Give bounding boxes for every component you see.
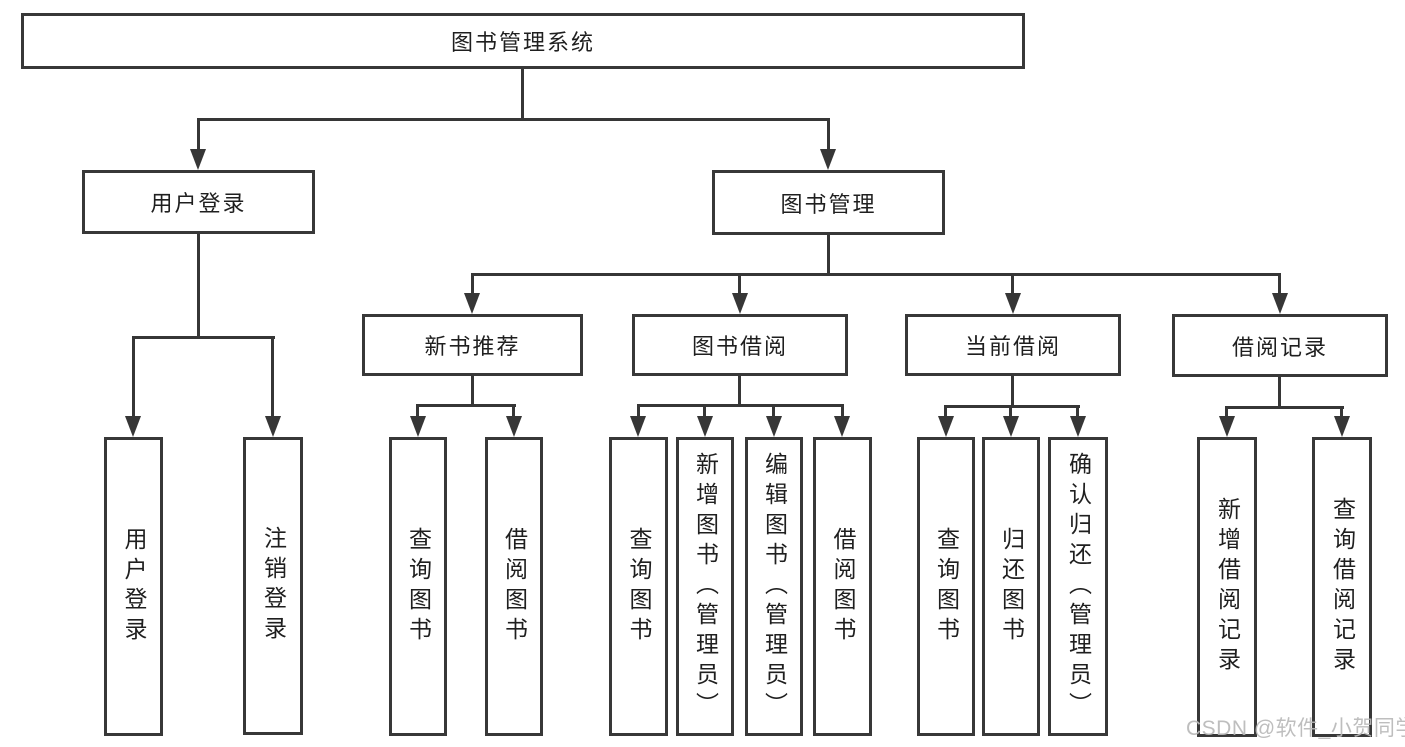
arrowhead-confirm-return bbox=[1070, 416, 1086, 437]
leaf-query-book-b-label: 查询图书 bbox=[626, 526, 652, 647]
leaf-query-book-c-label: 查询图书 bbox=[933, 526, 960, 647]
connector-leg-book-borrow bbox=[738, 273, 741, 296]
leaf-logout: 注销登录 bbox=[243, 437, 303, 735]
arrowhead-leaf-user-login bbox=[125, 416, 141, 437]
leaf-book-borrow-query-books: 查询图书 bbox=[609, 437, 668, 736]
leaf-new-book-rec-borrow-books: 借阅图书 bbox=[485, 437, 543, 736]
arrowhead-borrow-book-b bbox=[834, 416, 850, 437]
csdn-watermark: CSDN @软件_小贺同学 bbox=[1186, 717, 1405, 740]
arrowhead-book-mgmt bbox=[820, 149, 836, 170]
connector-leg-query-book-c bbox=[944, 405, 947, 418]
connector-leg-edit-book bbox=[772, 404, 775, 418]
arrowhead-user-login bbox=[190, 149, 206, 170]
leaf-new-book-rec-query-books: 查询图书 bbox=[389, 437, 447, 736]
node-book-mgmt-label: 图书管理 bbox=[780, 191, 877, 217]
connector-root-leg-user-login bbox=[197, 118, 200, 151]
node-borrow-record-label: 借阅记录 bbox=[1231, 334, 1328, 360]
connector-new-book-rec-splitter bbox=[416, 404, 516, 407]
arrowhead-query-borrow-record bbox=[1334, 416, 1350, 437]
leaf-query-borrow-record-label: 查询借阅记录 bbox=[1329, 497, 1356, 677]
node-user-login-label: 用户登录 bbox=[150, 191, 247, 216]
node-current-borrow-label: 当前借阅 bbox=[964, 334, 1061, 359]
arrowhead-add-book bbox=[697, 416, 713, 437]
arrowhead-query-book-a bbox=[410, 416, 426, 437]
arrowhead-return-book bbox=[1003, 416, 1019, 437]
leaf-borrow-book-a-label: 借阅图书 bbox=[501, 526, 528, 647]
node-book-borrow: 图书借阅 bbox=[632, 314, 848, 376]
connector-user-login-splitter bbox=[132, 336, 275, 339]
arrowhead-add-borrow-record bbox=[1219, 416, 1235, 437]
connector-leg-query-borrow-record bbox=[1340, 406, 1343, 418]
leaf-confirm-return-admin-label: 确认归还（管理员） bbox=[1065, 451, 1092, 722]
connector-leg-return-book bbox=[1009, 405, 1012, 418]
leaf-edit-books-admin: 编辑图书（管理员） bbox=[745, 437, 803, 736]
arrowhead-borrow-book-a bbox=[506, 416, 522, 437]
connector-root-stem bbox=[521, 66, 524, 121]
arrowhead-query-book-b bbox=[630, 416, 646, 437]
connector-leg-leaf-user-login bbox=[132, 336, 135, 420]
leaf-confirm-return-admin: 确认归还（管理员） bbox=[1048, 437, 1108, 736]
leaf-query-borrow-records: 查询借阅记录 bbox=[1312, 437, 1372, 737]
node-new-book-rec: 新书推荐 bbox=[362, 314, 583, 376]
arrowhead-new-book-rec bbox=[464, 293, 480, 314]
connector-borrow-record-stem bbox=[1278, 375, 1281, 408]
arrowhead-book-borrow bbox=[732, 293, 748, 314]
leaf-query-book-a-label: 查询图书 bbox=[405, 526, 432, 647]
node-book-borrow-label: 图书借阅 bbox=[691, 334, 788, 359]
connector-book-mgmt-stem bbox=[827, 232, 830, 275]
connector-book-borrow-stem bbox=[738, 373, 741, 406]
arrowhead-borrow-record bbox=[1272, 293, 1288, 314]
connector-new-book-rec-stem bbox=[471, 373, 474, 406]
leaf-return-books: 归还图书 bbox=[982, 437, 1040, 736]
connector-leg-add-book bbox=[703, 404, 706, 418]
connector-borrow-record-splitter bbox=[1225, 406, 1344, 409]
connector-root-splitter bbox=[197, 118, 830, 121]
connector-book-mgmt-splitter bbox=[471, 273, 1281, 276]
connector-book-borrow-splitter bbox=[637, 404, 844, 407]
leaf-add-book-admin-label: 新增图书（管理员） bbox=[692, 451, 719, 722]
node-current-borrow: 当前借阅 bbox=[905, 314, 1121, 376]
connector-leg-borrow-book-b bbox=[841, 404, 844, 418]
leaf-logout-label: 注销登录 bbox=[260, 526, 287, 646]
arrowhead-query-book-c bbox=[938, 416, 954, 437]
connector-leg-current-borrow bbox=[1011, 273, 1014, 296]
connector-leg-borrow-record bbox=[1278, 273, 1281, 296]
connector-current-borrow-stem bbox=[1011, 373, 1014, 407]
node-user-login: 用户登录 bbox=[82, 170, 315, 234]
leaf-return-book-label: 归还图书 bbox=[998, 526, 1025, 647]
connector-root-leg-book-mgmt bbox=[827, 118, 830, 151]
arrowhead-current-borrow bbox=[1005, 293, 1021, 314]
connector-leg-query-book-a bbox=[416, 404, 419, 418]
connector-leg-new-book-rec bbox=[471, 273, 474, 296]
arrowhead-edit-book bbox=[766, 416, 782, 437]
leaf-user-login: 用户登录 bbox=[104, 437, 163, 736]
connector-user-login-stem bbox=[197, 231, 200, 338]
leaf-book-borrow-borrow-books: 借阅图书 bbox=[813, 437, 872, 736]
node-new-book-rec-label: 新书推荐 bbox=[424, 334, 521, 359]
connector-current-borrow-splitter bbox=[944, 405, 1080, 408]
leaf-add-borrow-record-label: 新增借阅记录 bbox=[1214, 497, 1241, 677]
leaf-current-borrow-query-books: 查询图书 bbox=[917, 437, 975, 736]
connector-leg-borrow-book-a bbox=[512, 404, 515, 418]
connector-leg-add-borrow-record bbox=[1225, 406, 1228, 418]
arrowhead-leaf-logout bbox=[265, 416, 281, 437]
leaf-borrow-book-b-label: 借阅图书 bbox=[830, 526, 856, 647]
connector-leg-leaf-logout bbox=[271, 336, 274, 420]
leaf-add-borrow-records: 新增借阅记录 bbox=[1197, 437, 1257, 737]
leaf-add-books-admin: 新增图书（管理员） bbox=[676, 437, 734, 736]
connector-leg-confirm-return bbox=[1076, 405, 1079, 418]
node-root-label: 图书管理系统 bbox=[450, 30, 595, 55]
node-borrow-record: 借阅记录 bbox=[1172, 314, 1388, 377]
leaf-edit-book-admin-label: 编辑图书（管理员） bbox=[761, 451, 788, 722]
node-book-mgmt: 图书管理 bbox=[712, 170, 945, 235]
leaf-user-login-label: 用户登录 bbox=[121, 526, 147, 647]
connector-leg-query-book-b bbox=[637, 404, 640, 418]
node-root: 图书管理系统 bbox=[21, 13, 1025, 69]
